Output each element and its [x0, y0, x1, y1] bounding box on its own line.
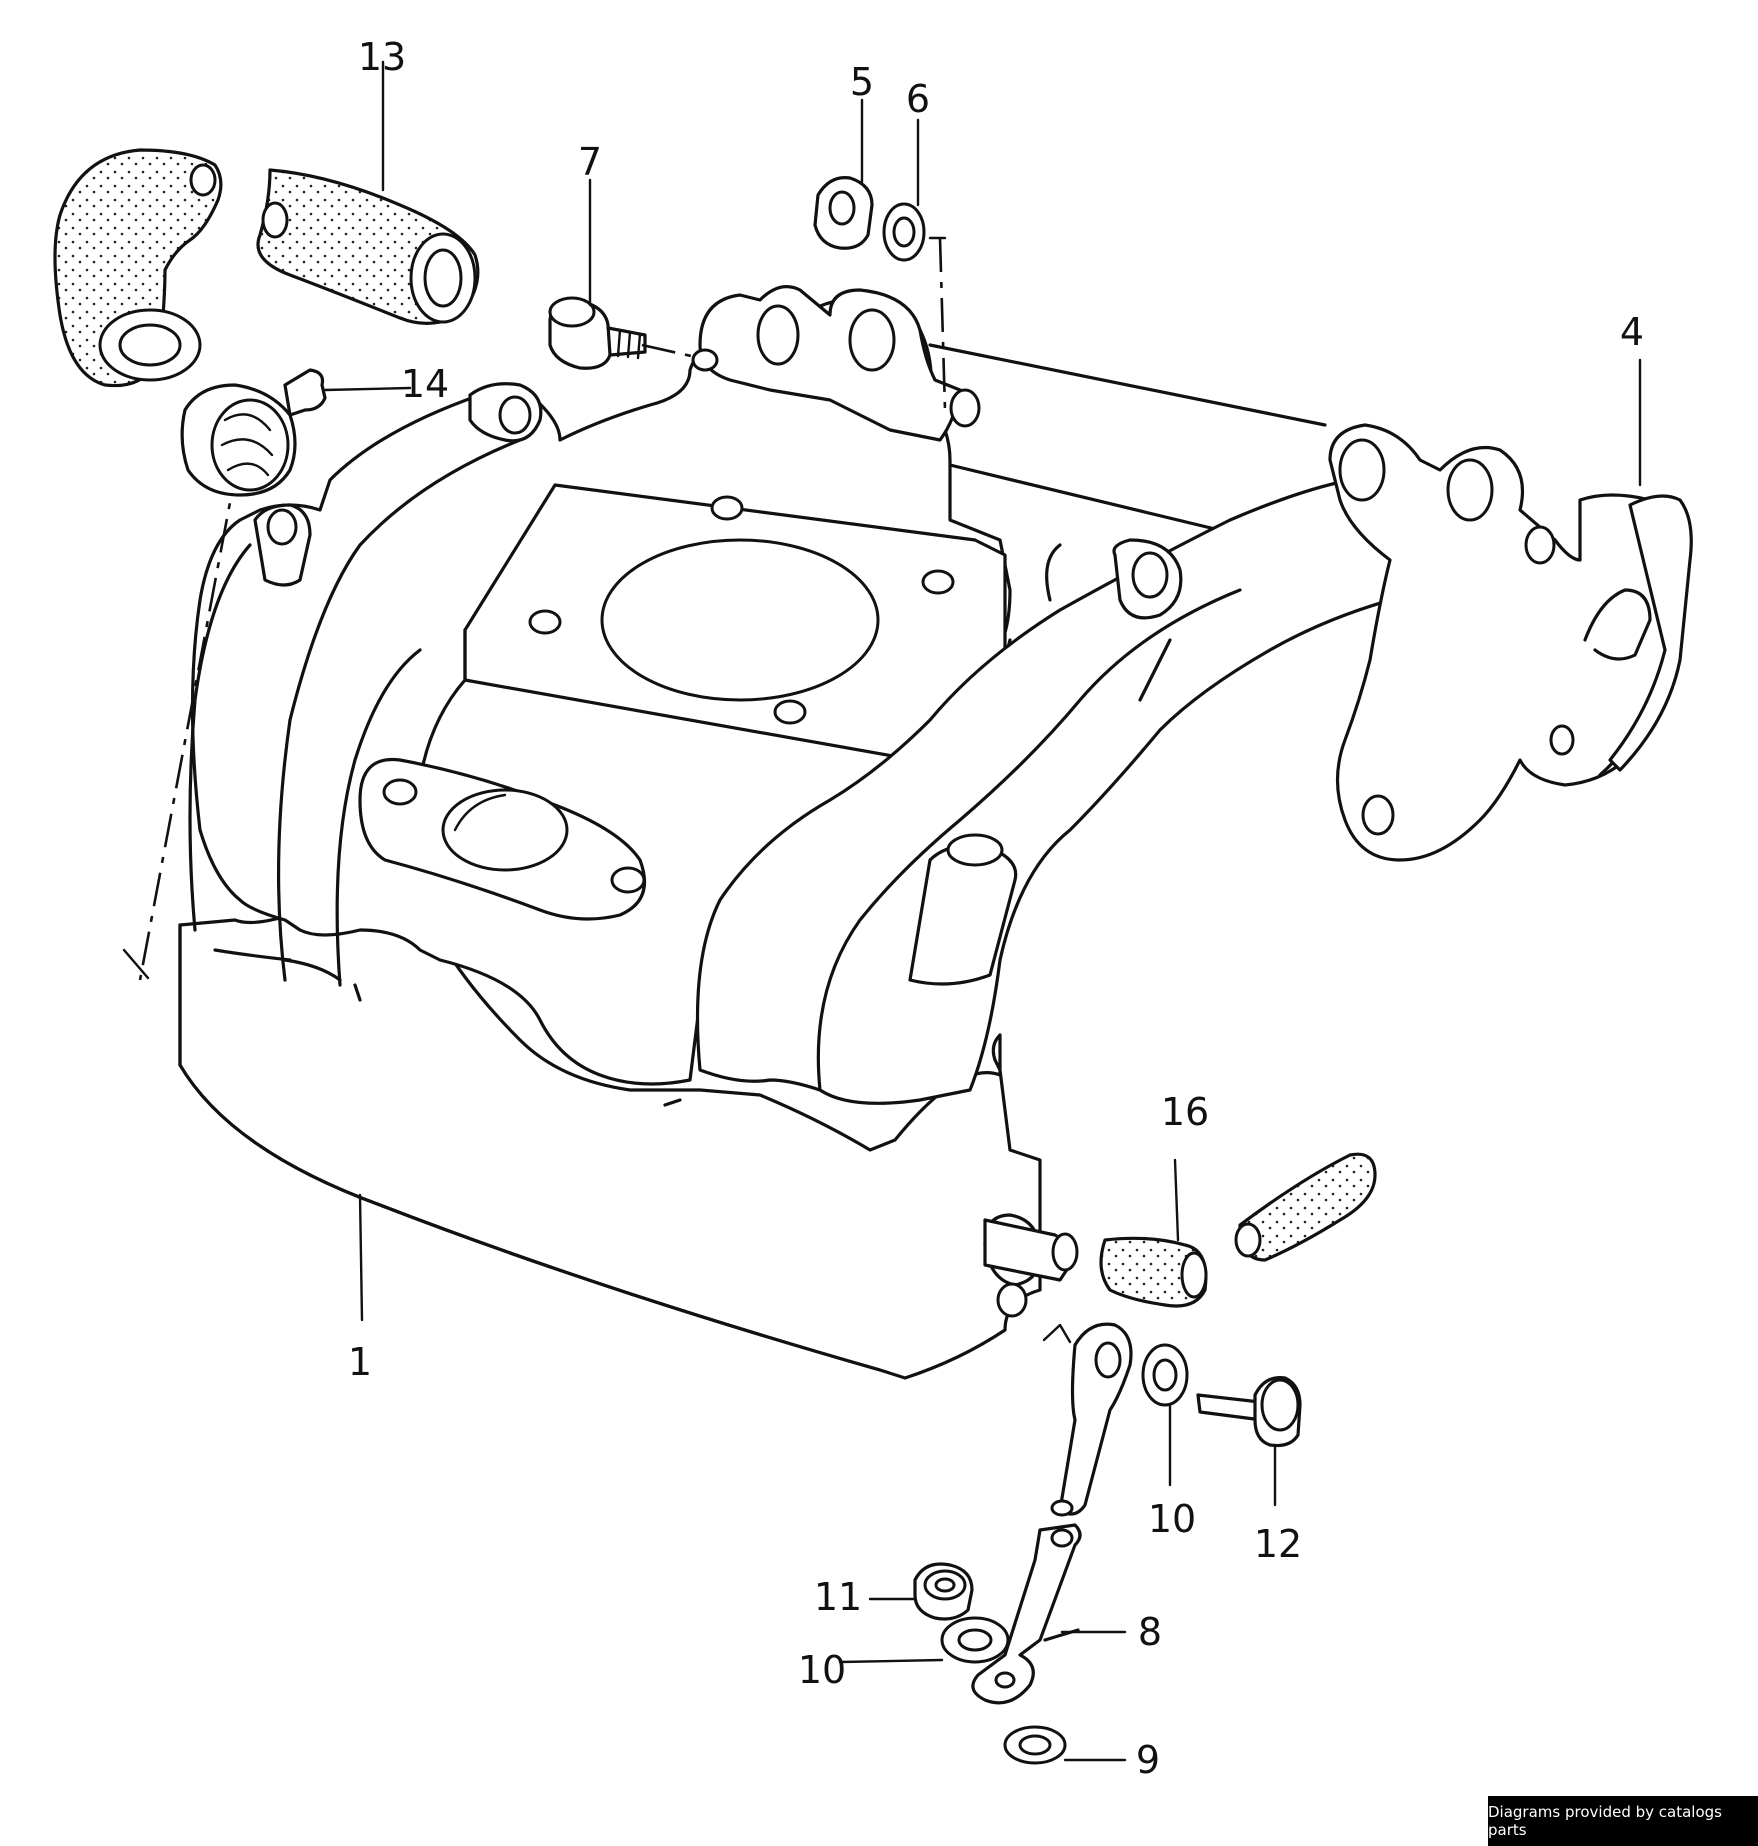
label-8: 8	[1138, 1610, 1162, 1654]
label-16: 16	[1161, 1090, 1209, 1134]
label-9: 9	[1136, 1738, 1160, 1782]
bracket-8	[971, 1322, 1133, 1705]
bolt-12	[1196, 1376, 1302, 1448]
hose-16	[1099, 1152, 1377, 1308]
label-10-upper: 10	[1148, 1497, 1196, 1541]
hose-13	[53, 148, 480, 388]
washer-6	[882, 202, 926, 262]
bolt-7	[548, 296, 647, 370]
label-12: 12	[1254, 1522, 1302, 1566]
label-1: 1	[348, 1340, 372, 1384]
washer-9	[1003, 1725, 1067, 1765]
intake-manifold	[178, 285, 1688, 1380]
leader-lines	[323, 60, 1642, 1762]
label-5: 5	[850, 60, 874, 104]
cap-14	[180, 368, 327, 497]
label-14: 14	[401, 362, 449, 406]
pipe-stub	[983, 1218, 1079, 1282]
label-13: 13	[358, 35, 406, 79]
label-10-lower: 10	[798, 1648, 846, 1692]
washer-10b	[940, 1616, 1010, 1664]
label-4: 4	[1620, 310, 1644, 354]
nut-11	[913, 1562, 974, 1621]
credit-banner: Diagrams provided by catalogs parts	[1488, 1796, 1758, 1846]
part-labels: 13 5 6 7 4 14 16 1 10 12 11 8 10 9	[348, 35, 1644, 1782]
assembly-lines	[122, 236, 1072, 1344]
nut-5	[813, 176, 874, 250]
label-6: 6	[906, 77, 930, 121]
gasket-4	[1608, 494, 1693, 772]
label-7: 7	[578, 140, 602, 184]
washer-10a	[1141, 1343, 1189, 1407]
label-11: 11	[814, 1575, 862, 1619]
